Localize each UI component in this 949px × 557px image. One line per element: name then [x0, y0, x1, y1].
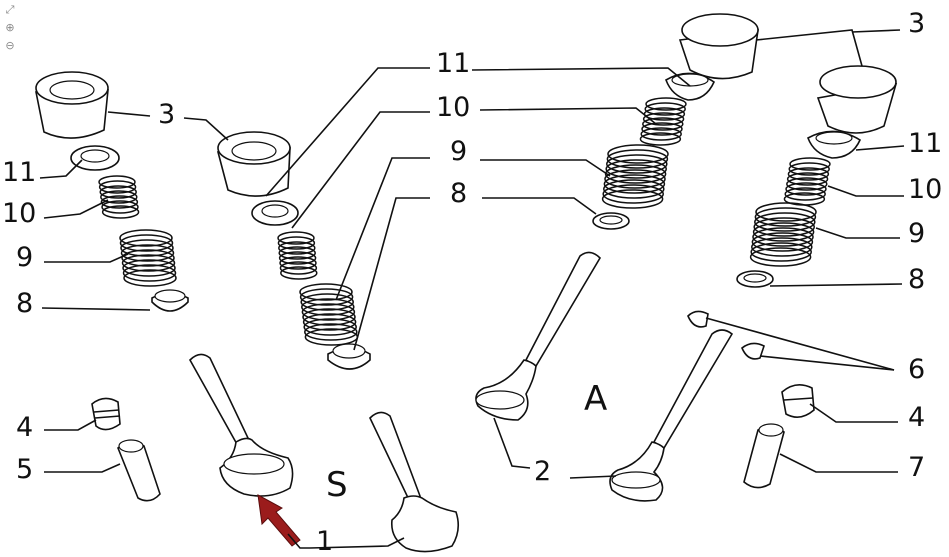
outer-spring-right-b	[749, 202, 817, 267]
callout-9-right: 9	[908, 218, 925, 249]
intake-valve-upper	[189, 353, 294, 497]
zoom-out-icon[interactable]: ⊖	[5, 39, 15, 52]
callout-8-right: 8	[908, 264, 925, 295]
intake-valve-lower	[369, 411, 460, 553]
callout-1: 1	[316, 526, 333, 557]
valve-guide-left	[117, 439, 161, 502]
fit-page-icon[interactable]: ⤢	[5, 3, 15, 16]
callout-11-left: 11	[2, 157, 36, 188]
inner-spring-mid	[277, 231, 318, 280]
callout-8-left: 8	[16, 288, 33, 319]
spring-retainer-right-b	[807, 130, 862, 159]
callout-labels: 3 11 10 9 8 4 5 1 11 10 9 8 2 3 11 10 9 …	[2, 8, 942, 557]
inner-spring-right-a	[639, 97, 687, 146]
spring-retainer-left	[70, 145, 120, 171]
spring-seat-mid	[327, 343, 371, 370]
callout-11-center: 11	[436, 48, 470, 79]
callout-5: 5	[16, 454, 33, 485]
spring-retainer-mid	[251, 200, 299, 226]
exhaust-valve-lower	[609, 329, 734, 502]
callout-4-right: 4	[908, 402, 925, 433]
spring-seat-right-b	[736, 270, 774, 288]
callout-4-left: 4	[16, 412, 33, 443]
valve-collet-a	[687, 310, 709, 328]
section-label-exhaust: A	[584, 379, 607, 419]
callout-3-right: 3	[908, 8, 925, 39]
inner-spring-left	[98, 175, 140, 219]
spring-seat-left	[151, 289, 189, 312]
callout-3-left: 3	[158, 99, 175, 130]
callout-7: 7	[908, 452, 925, 483]
callout-9-center: 9	[450, 136, 467, 167]
leader-lines	[39, 29, 905, 549]
callout-10-left: 10	[2, 198, 36, 229]
callout-11-right: 11	[908, 128, 942, 159]
valve-stem-seal-right	[781, 384, 815, 418]
spring-retainer-right-a	[665, 72, 716, 101]
callout-9-left: 9	[16, 242, 33, 273]
callout-10-right: 10	[908, 174, 942, 205]
callout-8-center: 8	[450, 178, 467, 209]
callout-6: 6	[908, 354, 925, 385]
tappet-cup-right-a	[678, 13, 759, 80]
exhaust-valve-upper	[475, 251, 602, 421]
zoom-in-icon[interactable]: ⊕	[5, 21, 15, 34]
outer-spring-left	[119, 229, 177, 287]
outer-spring-mid	[299, 283, 359, 346]
highlight-arrow	[257, 494, 301, 547]
inner-spring-right-b	[783, 157, 831, 206]
tappet-cup-left-top	[35, 71, 109, 139]
section-label-intake: S	[326, 465, 348, 505]
spring-seat-right-a	[592, 212, 630, 230]
outer-spring-right-a	[601, 144, 669, 209]
callout-10-center: 10	[436, 92, 470, 123]
valve-guide-right	[743, 423, 785, 489]
valve-stem-seal-left	[91, 397, 121, 431]
callout-2: 2	[534, 456, 551, 487]
valve-collet-b	[741, 342, 765, 360]
viewer-toolbar: ⤢ ⊕ ⊖	[2, 2, 22, 54]
tappet-cup-right-b	[816, 65, 898, 134]
tappet-cup-left-mid	[216, 131, 291, 197]
